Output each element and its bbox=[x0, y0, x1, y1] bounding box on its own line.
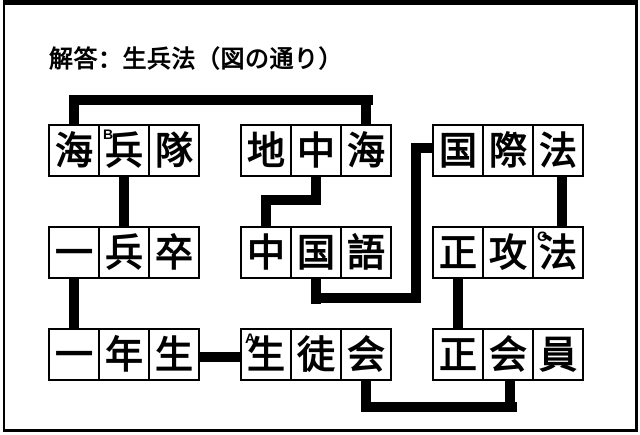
connector-naka-horizontal bbox=[261, 195, 321, 205]
kanji-char: 員 bbox=[538, 334, 577, 377]
connector-kai-horizontal bbox=[361, 402, 517, 412]
char-cell: 際 bbox=[482, 124, 534, 177]
kanji-char: 海 bbox=[54, 130, 93, 173]
kanji-char: 会 bbox=[346, 334, 385, 377]
word-box-chichuukai: 地 中 海 bbox=[240, 124, 392, 177]
connector-hou-vertical bbox=[557, 172, 567, 230]
connector-kuni-stub bbox=[411, 143, 435, 153]
char-cell: 隊 bbox=[148, 124, 200, 177]
connector-umi-left-leg bbox=[69, 95, 79, 127]
connector-nama-horizontal bbox=[198, 352, 244, 362]
kanji-char: 中 bbox=[246, 232, 285, 275]
char-cell: 生 bbox=[148, 328, 200, 381]
kanji-char: 攻 bbox=[488, 232, 527, 275]
kanji-char: 生 bbox=[246, 334, 285, 377]
kanji-char: 際 bbox=[488, 130, 527, 173]
kanji-char: 一 bbox=[54, 334, 93, 377]
word-box-chuugokugo: 中 国 語 bbox=[240, 226, 392, 279]
kanji-char: 正 bbox=[438, 334, 477, 377]
char-cell: 一 bbox=[48, 328, 100, 381]
connector-umi-right-leg bbox=[361, 95, 371, 127]
kanji-char: 徒 bbox=[296, 334, 335, 377]
connector-sei-vertical bbox=[453, 274, 463, 332]
char-cell: 中 bbox=[290, 124, 342, 177]
connector-ichi-vertical bbox=[69, 274, 79, 332]
outer-frame bbox=[3, 0, 638, 432]
kanji-char: 国 bbox=[438, 130, 477, 173]
kanji-char: 国 bbox=[296, 232, 335, 275]
char-cell: 兵 bbox=[98, 226, 150, 279]
word-box-ippeisotsu: 一 兵 卒 bbox=[48, 226, 200, 279]
kanji-char: 中 bbox=[296, 130, 335, 173]
char-cell: 海 bbox=[48, 124, 100, 177]
kanji-char: 語 bbox=[346, 232, 385, 275]
word-box-kokusaihou: 国 際 法 bbox=[432, 124, 584, 177]
kanji-char: 地 bbox=[246, 130, 285, 173]
kanji-char: 法 bbox=[538, 232, 577, 275]
superscript-label-c: C bbox=[537, 228, 548, 244]
char-cell: 法 bbox=[532, 124, 584, 177]
connector-kai-right-leg bbox=[505, 376, 515, 412]
char-cell: 員 bbox=[532, 328, 584, 381]
char-cell: 中 bbox=[240, 226, 292, 279]
kanji-char: 兵 bbox=[104, 130, 143, 173]
char-cell: 徒 bbox=[290, 328, 342, 381]
kanji-char: 海 bbox=[346, 130, 385, 173]
char-cell: 地 bbox=[240, 124, 292, 177]
char-cell: 語 bbox=[340, 226, 392, 279]
char-cell: 正 bbox=[432, 328, 484, 381]
superscript-label-a: A bbox=[245, 330, 256, 346]
connector-kuni-down-leg bbox=[311, 274, 321, 304]
char-cell: 会 bbox=[340, 328, 392, 381]
char-cell: 攻 bbox=[482, 226, 534, 279]
kanji-char: 卒 bbox=[154, 232, 193, 275]
superscript-label-b: B bbox=[103, 126, 114, 142]
kanji-char: 会 bbox=[488, 334, 527, 377]
connector-hei-vertical bbox=[119, 172, 129, 230]
connector-naka-lower-leg bbox=[261, 195, 271, 230]
char-cell: 年 bbox=[98, 328, 150, 381]
kanji-char: 法 bbox=[538, 130, 577, 173]
char-cell: 国 bbox=[290, 226, 342, 279]
kanji-char: 生 bbox=[154, 334, 193, 377]
connector-kuni-horizontal bbox=[311, 293, 421, 303]
word-box-ichinensei: 一 年 生 bbox=[48, 328, 200, 381]
char-cell: 会 bbox=[482, 328, 534, 381]
kanji-char: 一 bbox=[54, 232, 93, 275]
char-cell: 国 bbox=[432, 124, 484, 177]
answer-title: 解答：生兵法（図の通り） bbox=[49, 46, 343, 73]
connector-naka-upper-leg bbox=[311, 172, 321, 205]
kanji-char: 正 bbox=[438, 232, 477, 275]
word-box-seikaiin: 正 会 員 bbox=[432, 328, 584, 381]
kanji-char: 兵 bbox=[104, 232, 143, 275]
char-cell: 海 bbox=[340, 124, 392, 177]
connector-kai-left-leg bbox=[361, 376, 371, 412]
kanji-char: 隊 bbox=[154, 130, 193, 173]
kanji-char: 年 bbox=[104, 334, 143, 377]
char-cell: 一 bbox=[48, 226, 100, 279]
connector-kuni-up-leg bbox=[411, 143, 421, 303]
char-cell: 卒 bbox=[148, 226, 200, 279]
connector-umi-horizontal bbox=[69, 95, 373, 105]
char-cell: 正 bbox=[432, 226, 484, 279]
